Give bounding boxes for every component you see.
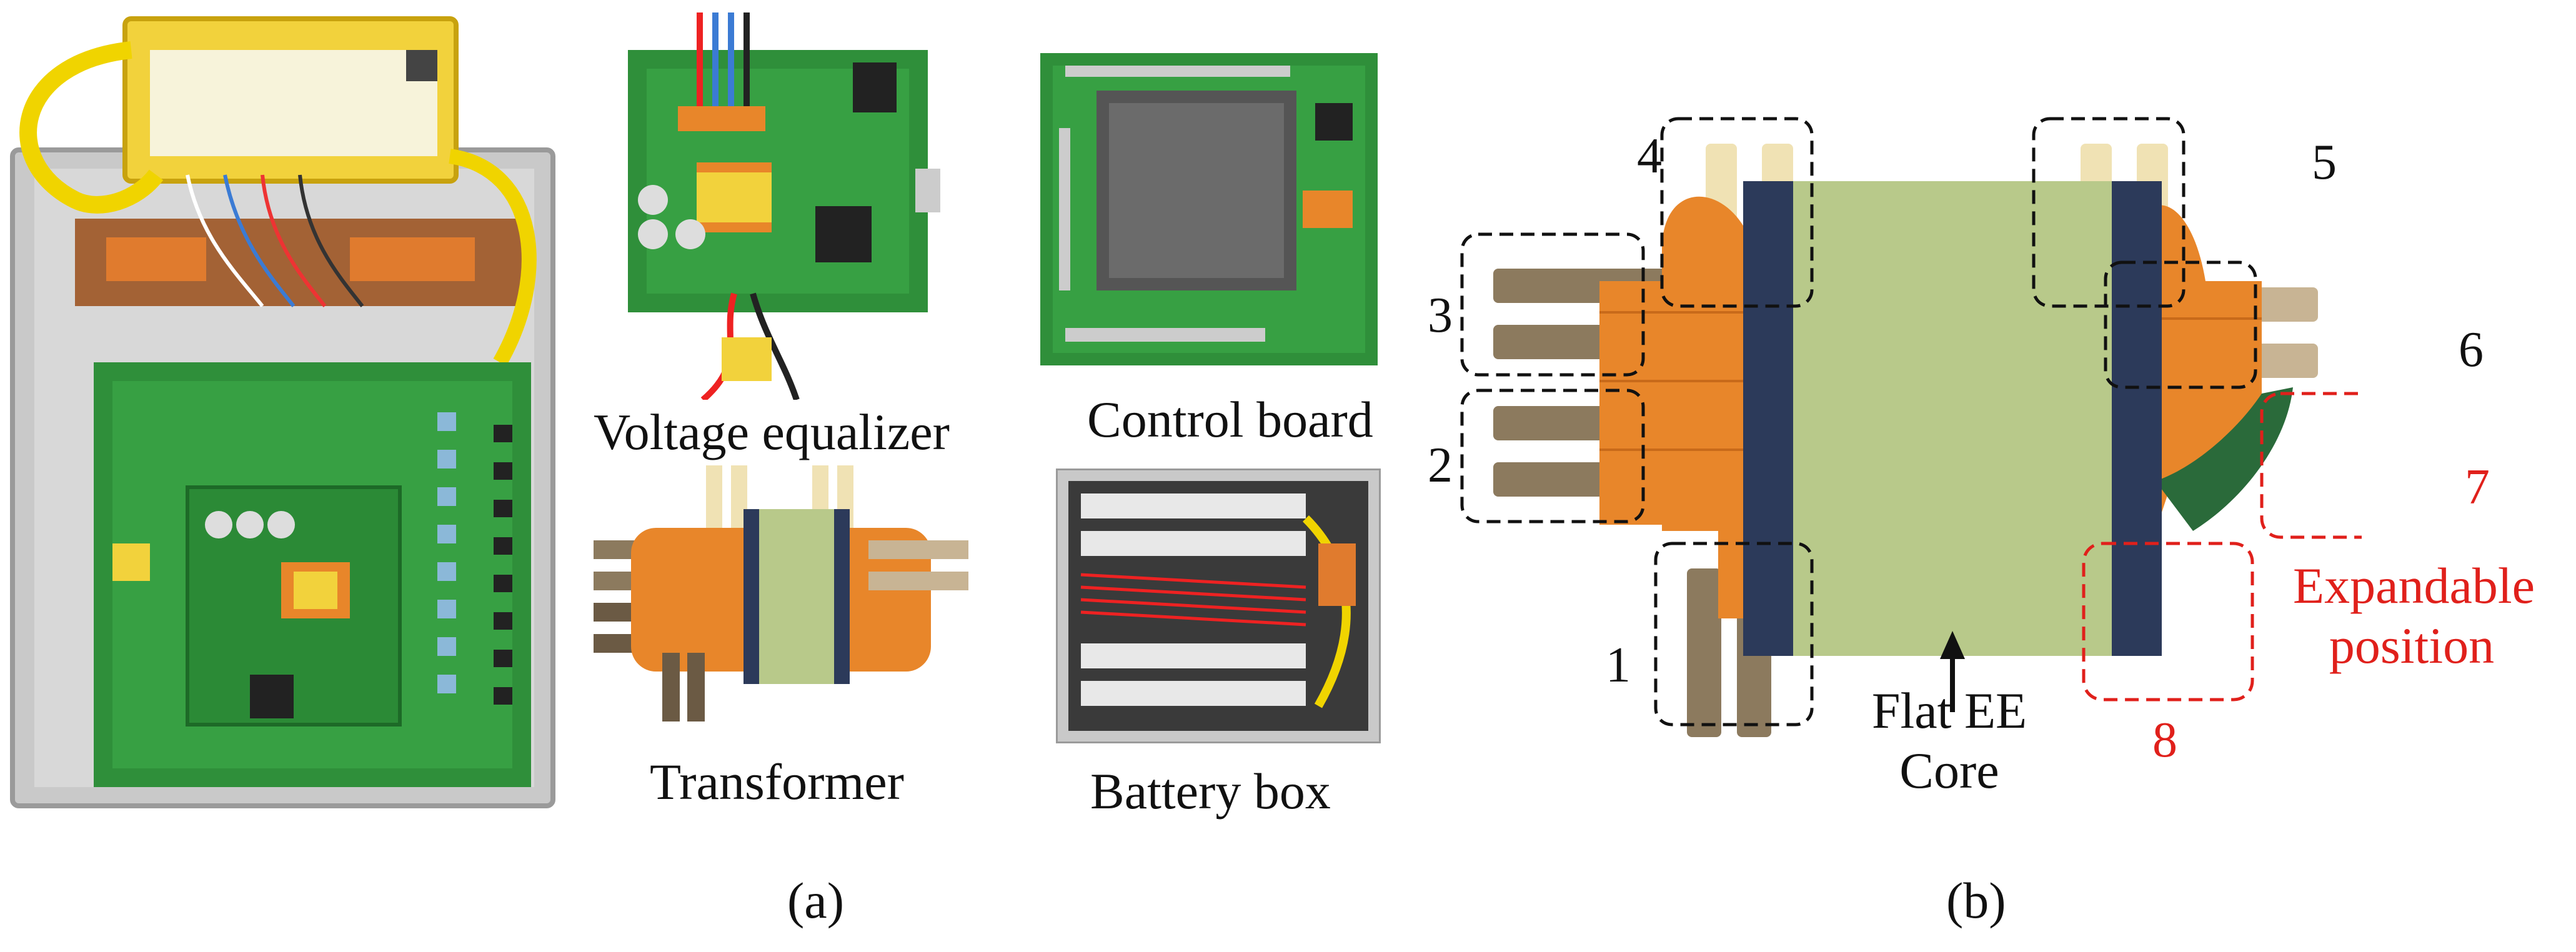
core-label-line-2: Core <box>1899 742 1999 799</box>
panel-a-label: (a) <box>787 872 845 929</box>
winding-number-3: 3 <box>1428 288 1453 343</box>
winding-number-1: 1 <box>1606 638 1631 693</box>
control-board-photo <box>1040 53 1378 365</box>
winding-number-8: 8 <box>2152 713 2177 768</box>
voltage-equalizer-photo <box>609 12 959 400</box>
winding-number-5: 5 <box>2312 135 2337 190</box>
caption-battery-box: Battery box <box>1090 763 1331 820</box>
caption-voltage-equalizer: Voltage equalizer <box>594 404 950 460</box>
winding-number-2: 2 <box>1428 438 1453 493</box>
core-label: Flat EE Core <box>1856 681 2043 801</box>
panel-b-label: (b) <box>1946 872 2006 929</box>
equalizer-housing-photo <box>0 12 565 812</box>
battery-box-photo <box>1056 469 1381 743</box>
winding-number-7: 7 <box>2465 460 2490 515</box>
transformer-photo <box>594 465 968 721</box>
core-label-line-1: Flat EE <box>1871 682 2027 739</box>
flat-ee-transformer-detail <box>1456 94 2362 750</box>
caption-transformer: Transformer <box>650 753 904 810</box>
expandable-label-line-1: Expandable <box>2293 557 2535 614</box>
caption-control-board: Control board <box>1087 391 1373 448</box>
winding-number-4: 4 <box>1637 129 1662 184</box>
expandable-position-label: Expandable position <box>2293 556 2535 676</box>
expandable-label-line-2: position <box>2329 617 2495 674</box>
winding-number-6: 6 <box>2459 322 2484 377</box>
